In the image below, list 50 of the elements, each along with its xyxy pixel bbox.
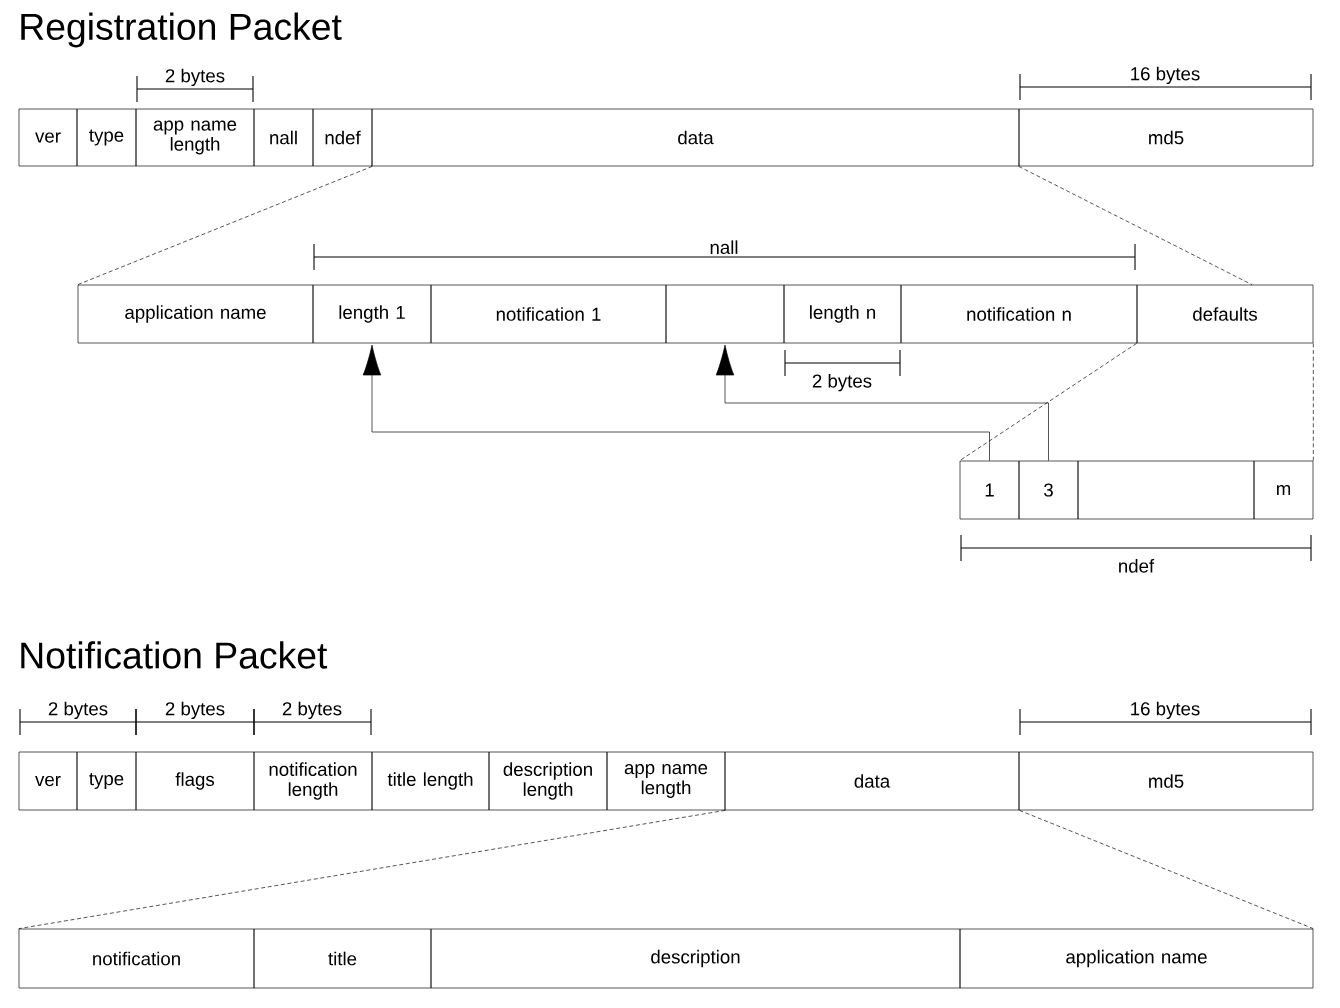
zoom-line — [18, 810, 726, 929]
dimension-label: 2 bytes — [282, 701, 342, 720]
field-cell: notification length — [253, 751, 373, 811]
field-cell: flags — [135, 751, 255, 811]
field-cell: defaults — [1136, 284, 1314, 344]
zoom-line — [1313, 343, 1314, 461]
field-cell: m — [1253, 460, 1314, 520]
field-cell: notification — [18, 928, 255, 989]
dimension-label: 16 bytes — [1131, 66, 1200, 85]
zoom-line — [1018, 166, 1253, 285]
field-cell: data — [724, 751, 1020, 811]
arrow — [715, 344, 1049, 461]
field-cell: notification 1 — [430, 284, 667, 344]
field-cell: md5 — [1018, 108, 1314, 167]
field-cell: 1 — [959, 460, 1020, 520]
field-cell: 3 — [1018, 460, 1079, 520]
field-cell: data — [371, 108, 1020, 167]
dimension-label: 2 bytes — [165, 68, 225, 87]
dimension-label: ndef — [1119, 558, 1155, 573]
field-cell: type — [76, 751, 137, 811]
empty-cell — [1077, 460, 1255, 520]
field-cell: nall — [253, 108, 314, 167]
dimension-label: 2 bytes — [48, 701, 108, 720]
field-cell: description length — [488, 751, 608, 811]
packet-title: Registration Packet — [21, 12, 342, 48]
field-cell: length 1 — [312, 284, 432, 344]
field-cell: description — [430, 928, 961, 989]
field-cell: md5 — [1018, 751, 1314, 811]
empty-cell — [665, 284, 785, 344]
field-cell: ver — [18, 108, 78, 167]
zoom-line — [959, 343, 1137, 461]
dimension-label: nall — [710, 240, 738, 255]
field-cell: title length — [371, 751, 490, 811]
field-cell: title — [253, 928, 432, 989]
field-cell: ndef — [312, 108, 373, 167]
zoom-line — [77, 166, 373, 285]
dimension-label: 2 bytes — [165, 701, 225, 720]
zoom-line — [1019, 810, 1314, 929]
field-cell: type — [76, 108, 137, 167]
dimension-label: 16 bytes — [1131, 701, 1200, 720]
field-cell: length n — [783, 284, 902, 344]
field-cell: notification n — [900, 284, 1138, 344]
dimension-label: 2 bytes — [812, 373, 872, 392]
field-cell: ver — [18, 751, 78, 811]
packet-title: Notification Packet — [21, 641, 328, 669]
field-cell: app name length — [135, 108, 255, 167]
arrow — [362, 344, 990, 461]
field-cell: application name — [77, 284, 314, 344]
field-cell: application name — [959, 928, 1314, 989]
field-cell: app name length — [606, 751, 726, 811]
